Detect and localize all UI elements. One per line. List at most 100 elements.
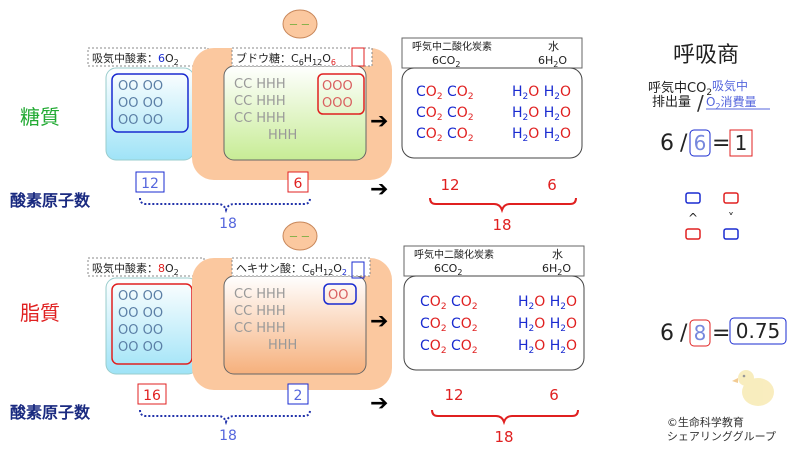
rq-slash: / [697, 91, 704, 115]
nutrient-label: 糖質 [20, 105, 60, 129]
rq-denominator: 6 [694, 131, 707, 155]
co2-o-count: 12 [444, 386, 463, 404]
left-sum-brace [139, 197, 311, 214]
water-molecules: H2O H2O H2O H2O H2O H2O [518, 294, 577, 356]
glucose-o-atoms: OOO [322, 96, 353, 111]
rq-numerator: 6 [660, 321, 674, 346]
co2: CO2 CO2 [420, 294, 478, 312]
row-hexanoic-acid: 脂質 吸気中酸素：8O2 OO OO OO OO OO OO OO OO + ー… [10, 221, 787, 446]
copyright-credit: ©生命科学教育 シェアリンググループ [667, 416, 776, 444]
rq-value: 0.75 [736, 319, 781, 343]
count-arrow: ➔ [370, 391, 388, 416]
rq-equals: = [712, 131, 730, 156]
rq-value-box [729, 129, 753, 157]
right-sum: 18 [494, 428, 513, 446]
c-atoms: CC HHH [234, 77, 286, 92]
character-face: ー ー [289, 233, 310, 243]
rq-slash: / [680, 131, 688, 156]
water: H2O H2O [518, 294, 577, 312]
nutrient-label: 脂質 [20, 301, 60, 325]
co2: CO2 CO2 [420, 338, 478, 356]
oxygen-count-label: 酸素原子数 [10, 403, 91, 422]
red-box-icon [685, 228, 701, 240]
count-arrow: ➔ [370, 177, 388, 202]
water-header: 水 [552, 248, 563, 261]
co2-formula: 6CO2 [432, 54, 460, 69]
glucose-o-atoms: OOO [322, 79, 353, 94]
o-atoms: OO OO [118, 340, 163, 355]
glucose-o-highlight [317, 73, 365, 115]
h-atoms: HHH [268, 128, 297, 143]
o-atoms: OO OO [118, 79, 163, 94]
inhaled-o-count: 16 [143, 388, 161, 404]
water: H2O H2O [512, 126, 571, 144]
o-atoms: OO OO [118, 289, 163, 304]
water-header: 水 [548, 40, 559, 53]
credit-line: ©生命科学教育 [666, 416, 744, 429]
rq-title: 呼吸商 [673, 43, 739, 68]
o-atoms: OO OO [118, 96, 163, 111]
co2-molecules: CO2 CO2 CO2 CO2 CO2 CO2 [416, 84, 474, 144]
rq-numerator-label-line2: 排出量 [652, 95, 691, 110]
left-sum: 18 [219, 216, 237, 232]
inhaled-o-count-box [135, 171, 165, 193]
co2-molecules: CO2 CO2 CO2 CO2 CO2 CO2 [420, 294, 478, 356]
hexanoic-label: ヘキサン酸：C6H12O2 [236, 261, 347, 277]
glucose-o-subscript-highlight [351, 47, 365, 67]
rq-value-box [729, 317, 787, 345]
water-o-count: 6 [547, 176, 557, 194]
o-atoms: OO OO [118, 306, 163, 321]
inhaled-o2-highlight [111, 73, 189, 133]
glucose-label-box [231, 47, 373, 67]
hexanoic-o-highlight [323, 283, 357, 305]
molecule-o-count: 6 [294, 176, 303, 192]
water: H2O H2O [518, 338, 577, 356]
chick-icon [732, 370, 774, 406]
greater-than-symbol: ˅ [728, 211, 734, 225]
co2: CO2 CO2 [416, 105, 474, 123]
co2-header: 呼気中二酸化炭素 [412, 40, 492, 53]
inhaled-o-count-box [137, 383, 167, 405]
o-atoms: OO OO [118, 113, 163, 128]
co2: CO2 CO2 [416, 84, 474, 102]
c-atoms: CC HHH [234, 287, 286, 302]
rq-slash: / [680, 321, 688, 346]
rq-denominator: 8 [694, 321, 707, 345]
rq-equals: = [712, 321, 730, 346]
rq-numerator-label: 呼気中CO2 [648, 80, 712, 98]
water: H2O H2O [512, 84, 571, 102]
rq-numerator: 6 [660, 131, 674, 156]
water-formula: 6H2O [542, 262, 571, 277]
inhaled-o-count: 12 [141, 176, 159, 192]
right-sum-brace [429, 197, 577, 214]
o-atoms: OO OO [118, 323, 163, 338]
water: H2O H2O [518, 316, 577, 334]
right-sum: 18 [492, 216, 511, 234]
reaction-arrow: ➔ [370, 309, 388, 334]
character-face: ー ー [289, 21, 310, 31]
co2-o-count: 12 [440, 176, 459, 194]
products-header-box [401, 37, 583, 69]
co2-header: 呼気中二酸化炭素 [414, 248, 494, 261]
blue-box-icon [685, 192, 701, 204]
c-atoms: CC HHH [234, 321, 286, 336]
right-sum-brace [431, 409, 579, 426]
rq-denominator-box [689, 129, 711, 157]
rq-denominator-label: 吸気中 [712, 78, 748, 93]
water-o-count: 6 [549, 386, 559, 404]
molecule-o-count-box [287, 383, 309, 405]
water: H2O H2O [512, 105, 571, 123]
row-glucose: 糖質 吸気中酸素：6O2 OO OO OO OO OO OO + ー ー ブドウ… [10, 9, 753, 234]
water-molecules: H2O H2O H2O H2O H2O H2O [512, 84, 571, 144]
reaction-arrow: ➔ [370, 109, 388, 134]
molecule-o-count: 2 [294, 388, 303, 404]
products-box [401, 67, 583, 159]
rq-denominator-label-line2: O2消費量 [706, 94, 757, 111]
character-head [282, 221, 318, 251]
c-atoms: CC HHH [234, 94, 286, 109]
products-header-box [403, 245, 585, 277]
water-formula: 6H2O [538, 54, 567, 69]
h-atoms: HHH [268, 338, 297, 353]
inhaled-o2-label: 吸気中酸素：6O2 [92, 51, 179, 67]
hexanoic-o-atoms: OO [328, 288, 348, 303]
